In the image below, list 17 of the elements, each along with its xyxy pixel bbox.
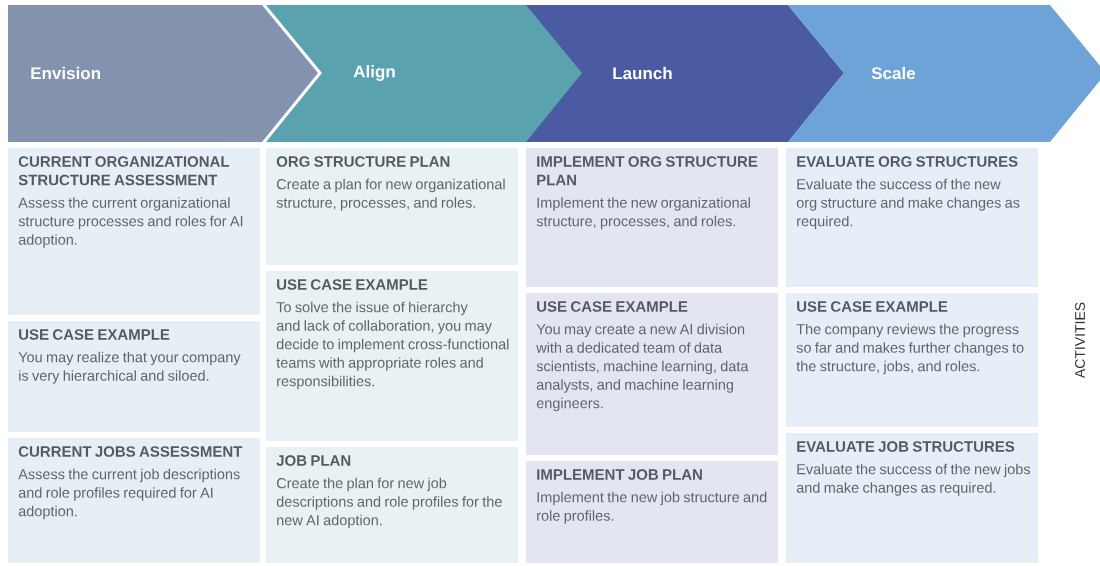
activity-card: EVALUATE JOB STRUCTURES Evaluate the success of the new jobs and make changes as required. bbox=[786, 433, 1038, 563]
activity-card: JOB PLAN Create the plan for new job descriptions and role profiles for the new AI adoption. bbox=[266, 447, 518, 563]
activity-card: EVALUATE ORG STRUCTURES Evaluate the success of the new org structure and make changes as required. bbox=[786, 148, 1038, 287]
stage-banner: Envision bbox=[8, 5, 318, 142]
side-label: ACTIVITIES bbox=[1075, 302, 1085, 379]
activity-card: ORG STRUCTURE PLAN Create a plan for new organizational structure, processes, and roles. bbox=[266, 148, 518, 265]
activity-card: USE CASE EXAMPLE You may realize that your company is very hierarchical and siloed. bbox=[8, 321, 260, 432]
activity-card: CURRENT ORGANIZATIONAL STRUCTURE ASSESSMENT Assess the current organizational structure processes and roles for AI adoption. bbox=[8, 148, 260, 315]
activity-card: IMPLEMENT JOB PLAN Implement the new job structure and role profiles. bbox=[526, 461, 778, 563]
activity-card: USE CASE EXAMPLE To solve the issue of hierarchy and lack of collaboration, you may decide to implement cross-functional teams with appropriate roles and responsibilities. bbox=[266, 271, 518, 441]
activity-card: CURRENT JOBS ASSESSMENT Assess the current job descriptions and role profiles required for AI adoption. bbox=[8, 438, 260, 563]
stage-banner: Align bbox=[266, 5, 584, 142]
activity-card: USE CASE EXAMPLE You may create a new AI division with a dedicated team of data scientists, machine learning, data analysts, and machine learning engineers. bbox=[526, 293, 778, 455]
stage-banner: Scale bbox=[788, 5, 1100, 142]
activity-card: USE CASE EXAMPLE The company reviews the progress so far and makes further changes to the structure, jobs, and roles. bbox=[786, 293, 1038, 427]
stage-banner: Launch bbox=[526, 5, 844, 142]
activity-card: IMPLEMENT ORG STRUCTURE PLAN Implement the new organizational structure, processes, and roles. bbox=[526, 148, 778, 287]
